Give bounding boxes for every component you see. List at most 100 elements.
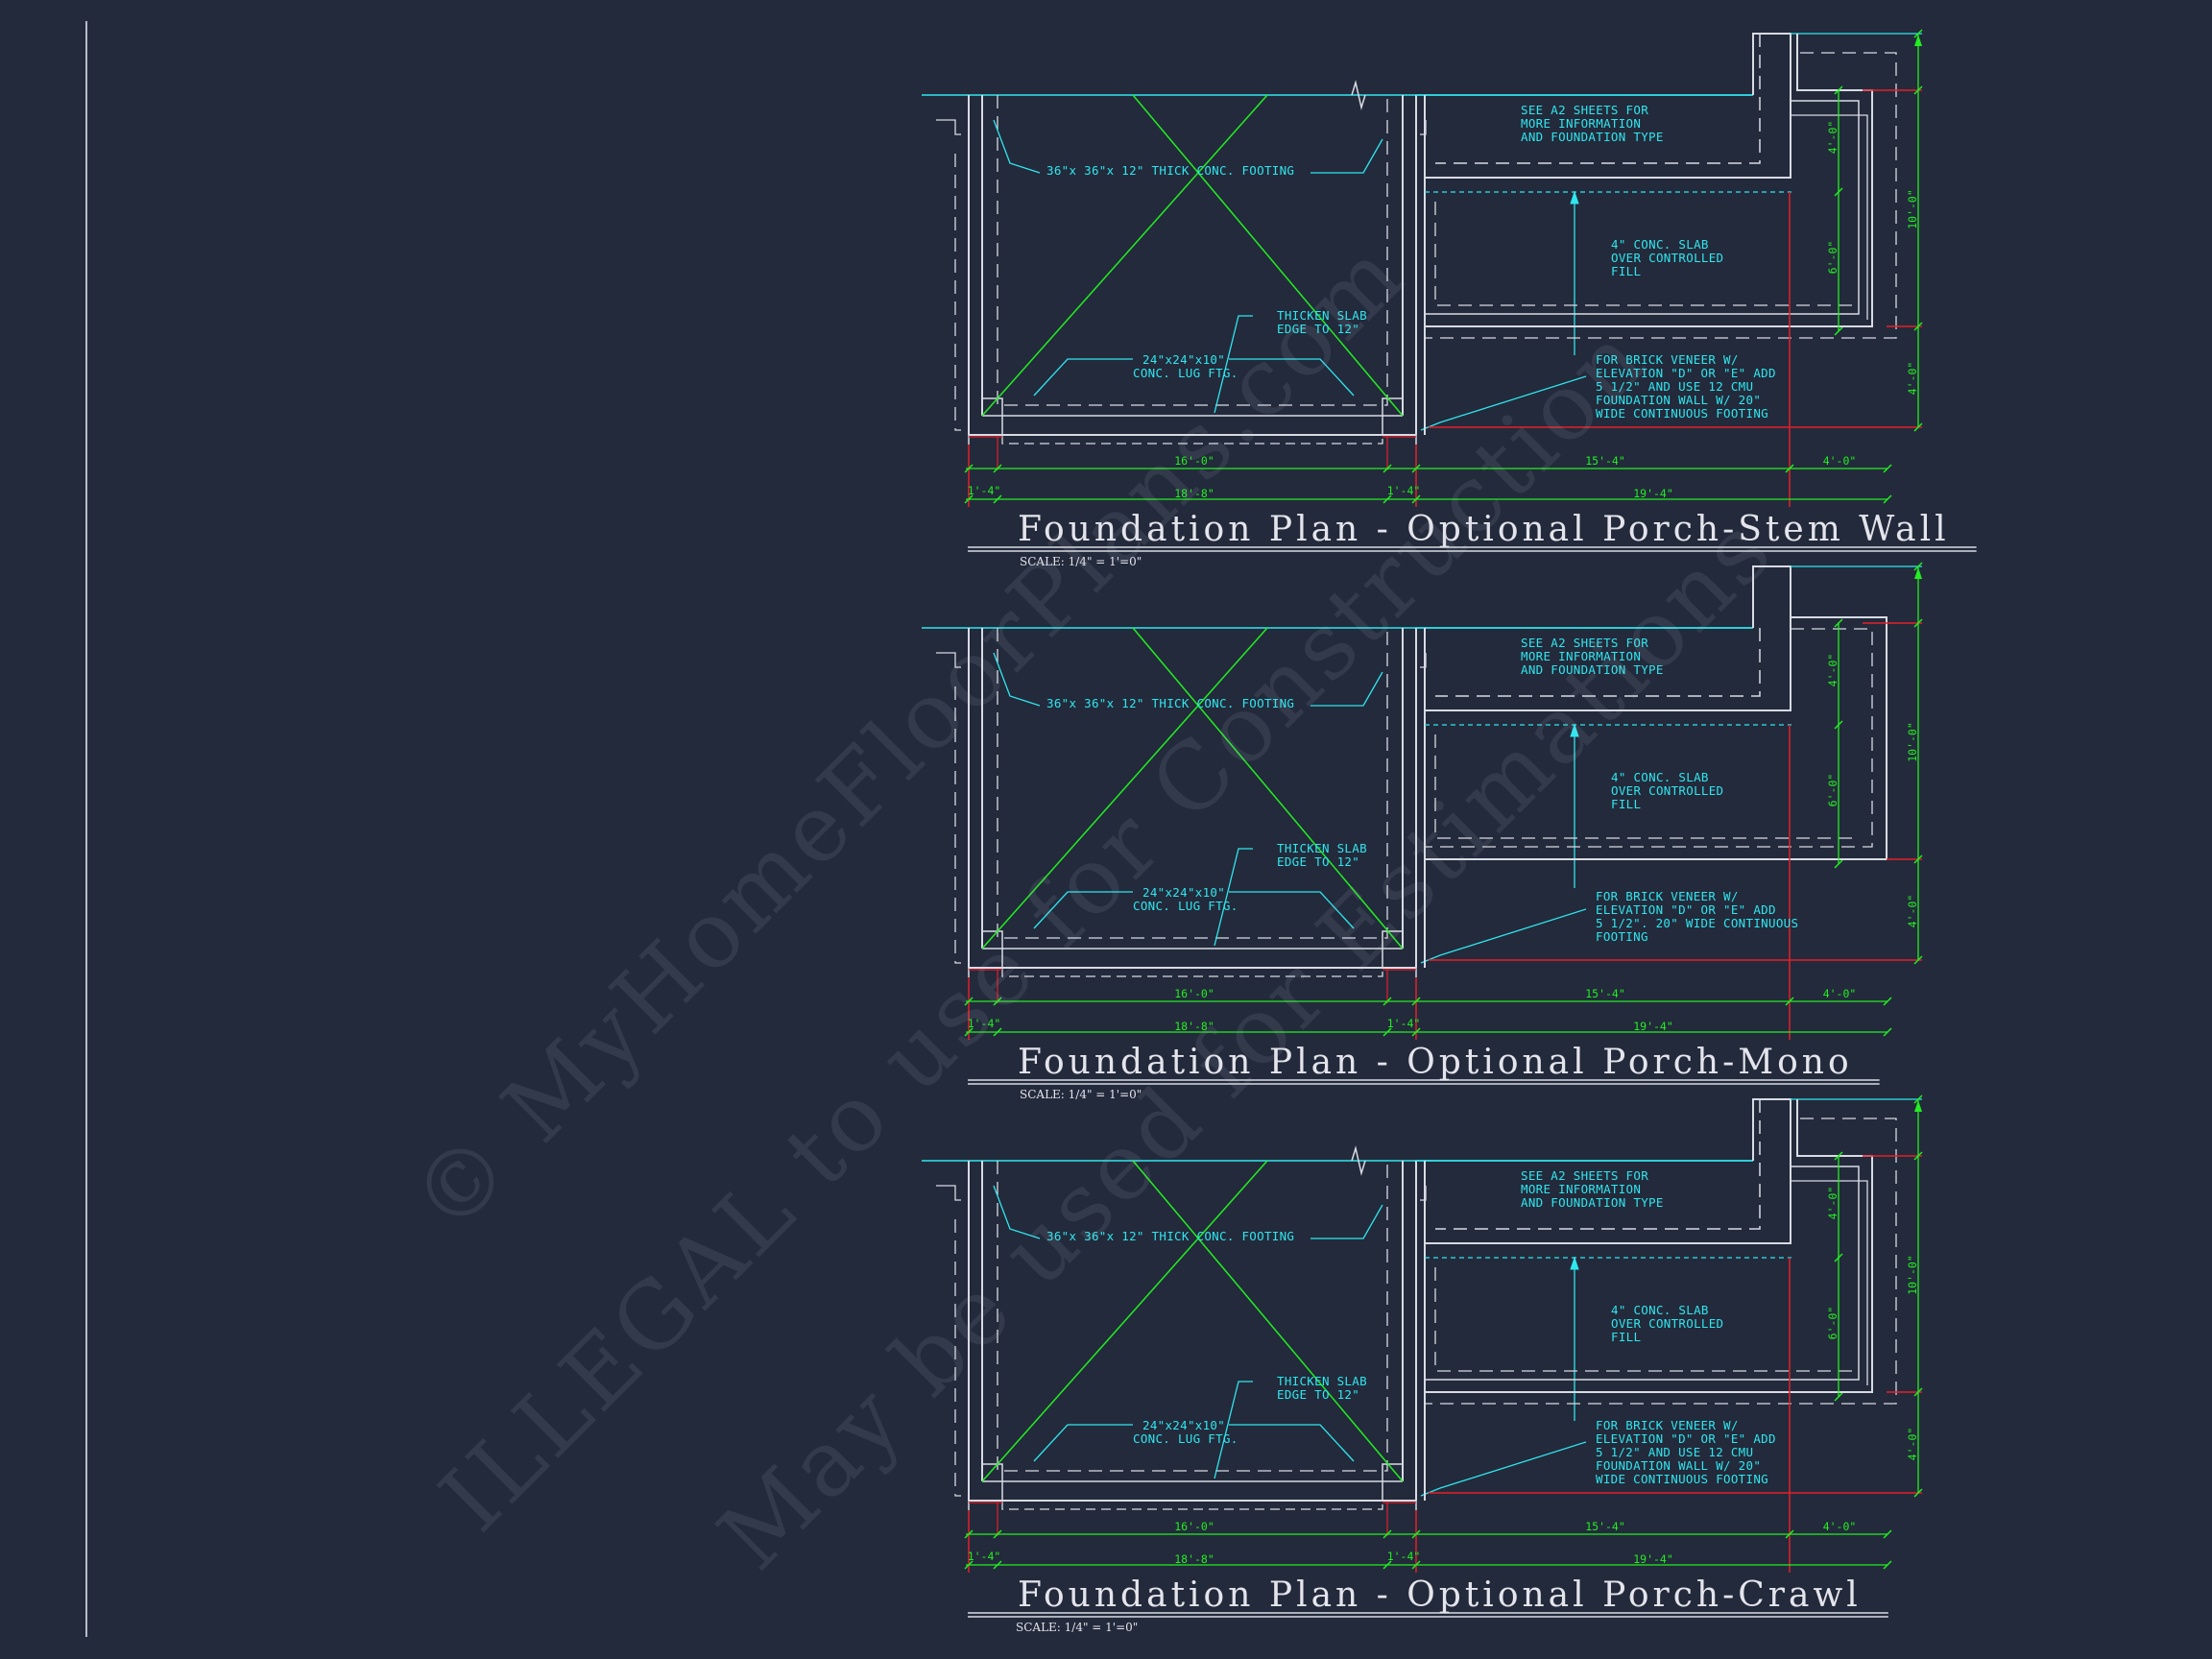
leader-footing-right bbox=[1310, 671, 1383, 707]
dim-tick-vert-outer-1 bbox=[1913, 618, 1923, 628]
diagonal-x-2 bbox=[1132, 627, 1404, 950]
building-wall-right bbox=[1425, 616, 1887, 860]
leader-lug-left bbox=[1033, 891, 1133, 929]
dim-tick-vert-inner-2 bbox=[1834, 859, 1843, 869]
dim-15-4: 15'-4" bbox=[1585, 1520, 1625, 1533]
leader-slab-arrowhead bbox=[1570, 190, 1579, 204]
lug-box-right bbox=[1382, 1463, 1403, 1501]
plan-title: Foundation Plan - Optional Porch-Stem Wa… bbox=[1018, 510, 1950, 549]
note-lug-line2: CONC. LUG FTG. bbox=[1133, 1431, 1238, 1446]
note-slab-line3: FILL bbox=[1611, 797, 1641, 811]
note-brick-line5: WIDE CONTINUOUS FOOTING bbox=[1596, 406, 1768, 421]
note-see-a2-line2: MORE INFORMATION bbox=[1521, 649, 1641, 663]
note-thicken-line1: THICKEN SLAB bbox=[1277, 841, 1367, 855]
lug-box-right bbox=[1382, 930, 1403, 968]
footing-dashed-outline bbox=[997, 1161, 1388, 1472]
dim-15-4: 15'-4" bbox=[1585, 454, 1625, 468]
dim-tick-vert-inner-1 bbox=[1834, 187, 1843, 197]
dim-tick-vert-inner-2 bbox=[1834, 326, 1843, 336]
dim-19-4: 19'-4" bbox=[1633, 487, 1673, 500]
note-see-a2-line3: AND FOUNDATION TYPE bbox=[1521, 130, 1664, 144]
note-thicken-line1: THICKEN SLAB bbox=[1277, 1374, 1367, 1388]
dim-tick-row2-1 bbox=[993, 1560, 1002, 1570]
note-slab-line2: OVER CONTROLLED bbox=[1611, 251, 1723, 265]
step-wall-outer bbox=[1424, 33, 1791, 179]
dim-vert-10-0: 10'-0" bbox=[1906, 1255, 1919, 1295]
dim-tick-vert-outer-0 bbox=[1913, 1094, 1923, 1104]
dim-tick-row1-4 bbox=[1785, 464, 1794, 473]
plan-stem-wall: 36"x 36"x 12" THICK CONC. FOOTING SEE A2… bbox=[922, 29, 1977, 568]
dim-4-0-horizontal: 4'-0" bbox=[1823, 1520, 1857, 1533]
dim-tick-row2-3 bbox=[1411, 1027, 1421, 1037]
dim-tick-vert-outer-3 bbox=[1913, 422, 1923, 432]
dim-tick-row1-5 bbox=[1883, 464, 1892, 473]
dim-tick-row1-4 bbox=[1785, 1529, 1794, 1539]
dim-1-4-right: 1'-4" bbox=[1387, 1017, 1421, 1030]
leader-thicken-slab bbox=[1214, 315, 1253, 414]
dim-arrow-top bbox=[1914, 567, 1922, 579]
note-lug-line1: 24"x24"x10" bbox=[1142, 885, 1225, 900]
dim-18-8: 18'-8" bbox=[1174, 1020, 1214, 1033]
dim-vert-4-0-outer: 4'-0" bbox=[1906, 362, 1919, 396]
dim-tick-vert-outer-3 bbox=[1913, 955, 1923, 965]
dim-tick-row2-0 bbox=[964, 494, 974, 504]
dim-tick-vert-inner-0 bbox=[1834, 1151, 1843, 1161]
dim-18-8: 18'-8" bbox=[1174, 487, 1214, 500]
dim-tick-vert-inner-0 bbox=[1834, 618, 1843, 628]
step-wall-outer bbox=[1424, 1098, 1791, 1244]
lug-box-left bbox=[982, 397, 1003, 435]
leader-lug-right bbox=[1229, 1424, 1355, 1462]
dim-tick-vert-outer-1 bbox=[1913, 85, 1923, 95]
lug-box-left bbox=[982, 930, 1003, 968]
note-footing: 36"x 36"x 12" THICK CONC. FOOTING bbox=[1046, 696, 1294, 710]
building-wall-outer-dashed bbox=[1425, 52, 1897, 339]
dim-vert-4-0-outer: 4'-0" bbox=[1906, 895, 1919, 928]
footing-dashed-outline bbox=[997, 628, 1388, 939]
dim-tick-row1-5 bbox=[1883, 1529, 1892, 1539]
diagonal-x-1 bbox=[981, 94, 1268, 417]
note-slab-line3: FILL bbox=[1611, 264, 1641, 278]
dim-tick-row1-2 bbox=[1382, 464, 1392, 473]
step-wall-outer bbox=[1424, 565, 1791, 711]
dim-vert-10-0: 10'-0" bbox=[1906, 189, 1919, 229]
lug-dashed-bottom bbox=[1001, 1501, 1383, 1510]
dim-tick-row1-0 bbox=[964, 464, 974, 473]
note-lug-line1: 24"x24"x10" bbox=[1142, 1418, 1225, 1432]
dim-vert-4-0-inner: 4'-0" bbox=[1826, 121, 1839, 155]
dim-tick-row1-3 bbox=[1411, 464, 1421, 473]
leader-footing-left bbox=[993, 1185, 1041, 1239]
building-wall-right-inner bbox=[1425, 100, 1860, 315]
watermark-line2: ILLEGAL to use for Construction bbox=[420, 304, 1668, 1552]
note-slab-line2: OVER CONTROLLED bbox=[1611, 1316, 1723, 1331]
note-see-a2-line1: SEE A2 SHEETS FOR bbox=[1521, 636, 1648, 650]
diagonal-x-2 bbox=[1132, 94, 1404, 417]
watermark: © MyHomeFloorPlans.com ILLEGAL to use fo… bbox=[391, 220, 1793, 1591]
step-wall-inner bbox=[1435, 34, 1761, 164]
leader-footing-right bbox=[1310, 138, 1383, 174]
wall-jog-left bbox=[954, 154, 961, 431]
building-wall-right-inner bbox=[1425, 1166, 1860, 1381]
dim-tick-row1-2 bbox=[1382, 997, 1392, 1006]
dim-16-0: 16'-0" bbox=[1174, 454, 1214, 468]
dim-tick-row1-2 bbox=[1382, 1529, 1392, 1539]
dim-tick-row1-3 bbox=[1411, 997, 1421, 1006]
note-brick-line3: 5 1/2" AND USE 12 CMU bbox=[1596, 1445, 1753, 1459]
note-thicken-line2: EDGE TO 12" bbox=[1277, 322, 1359, 336]
plan-geometry bbox=[922, 1094, 1923, 1618]
note-brick-line4: FOUNDATION WALL W/ 20" bbox=[1596, 393, 1761, 407]
leader-lug-left bbox=[1033, 1424, 1133, 1462]
plan-geometry bbox=[922, 562, 1923, 1085]
note-see-a2-line3: AND FOUNDATION TYPE bbox=[1521, 662, 1664, 677]
dim-tick-vert-outer-3 bbox=[1913, 1488, 1923, 1498]
dim-arrow-top bbox=[1914, 1100, 1922, 1112]
leader-slab-arrowhead bbox=[1570, 1256, 1579, 1270]
diagonal-x-1 bbox=[981, 627, 1268, 950]
plan-geometry bbox=[922, 29, 1977, 552]
leader-lug-right bbox=[1229, 891, 1355, 929]
dim-vert-6-0: 6'-0" bbox=[1826, 1307, 1839, 1340]
dim-16-0: 16'-0" bbox=[1174, 987, 1214, 1000]
note-slab-line3: FILL bbox=[1611, 1330, 1641, 1344]
dim-1-4-left: 1'-4" bbox=[968, 1017, 1001, 1030]
dim-vert-6-0: 6'-0" bbox=[1826, 774, 1839, 807]
building-wall-right-innermost bbox=[1791, 1180, 1868, 1385]
